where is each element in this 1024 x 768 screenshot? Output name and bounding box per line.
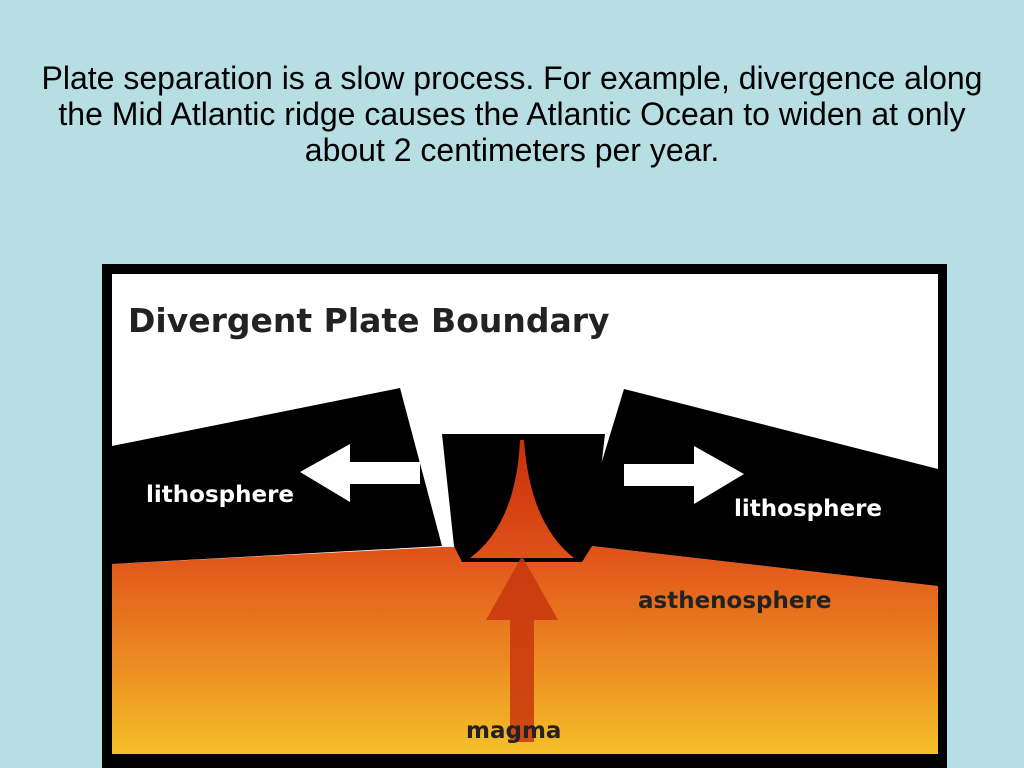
arrow-left-icon — [300, 444, 420, 502]
arrow-up-icon — [486, 556, 558, 742]
label-lithosphere-right: lithosphere — [734, 496, 882, 522]
divergent-boundary-figure: Divergent Plate Boundary lithosphere lit… — [102, 264, 947, 768]
diagram-title: Divergent Plate Boundary — [128, 301, 610, 340]
label-lithosphere-left: lithosphere — [146, 482, 294, 508]
label-asthenosphere: asthenosphere — [638, 588, 831, 614]
slide-body-text: Plate separation is a slow process. For … — [41, 60, 983, 168]
magma-plume — [470, 440, 574, 558]
divergent-boundary-diagram: Divergent Plate Boundary lithosphere lit… — [102, 264, 947, 768]
arrow-right-icon — [624, 446, 744, 504]
lithosphere-plate-left — [112, 388, 442, 564]
label-magma: magma — [466, 718, 561, 744]
lithosphere-plate-right — [592, 389, 938, 586]
